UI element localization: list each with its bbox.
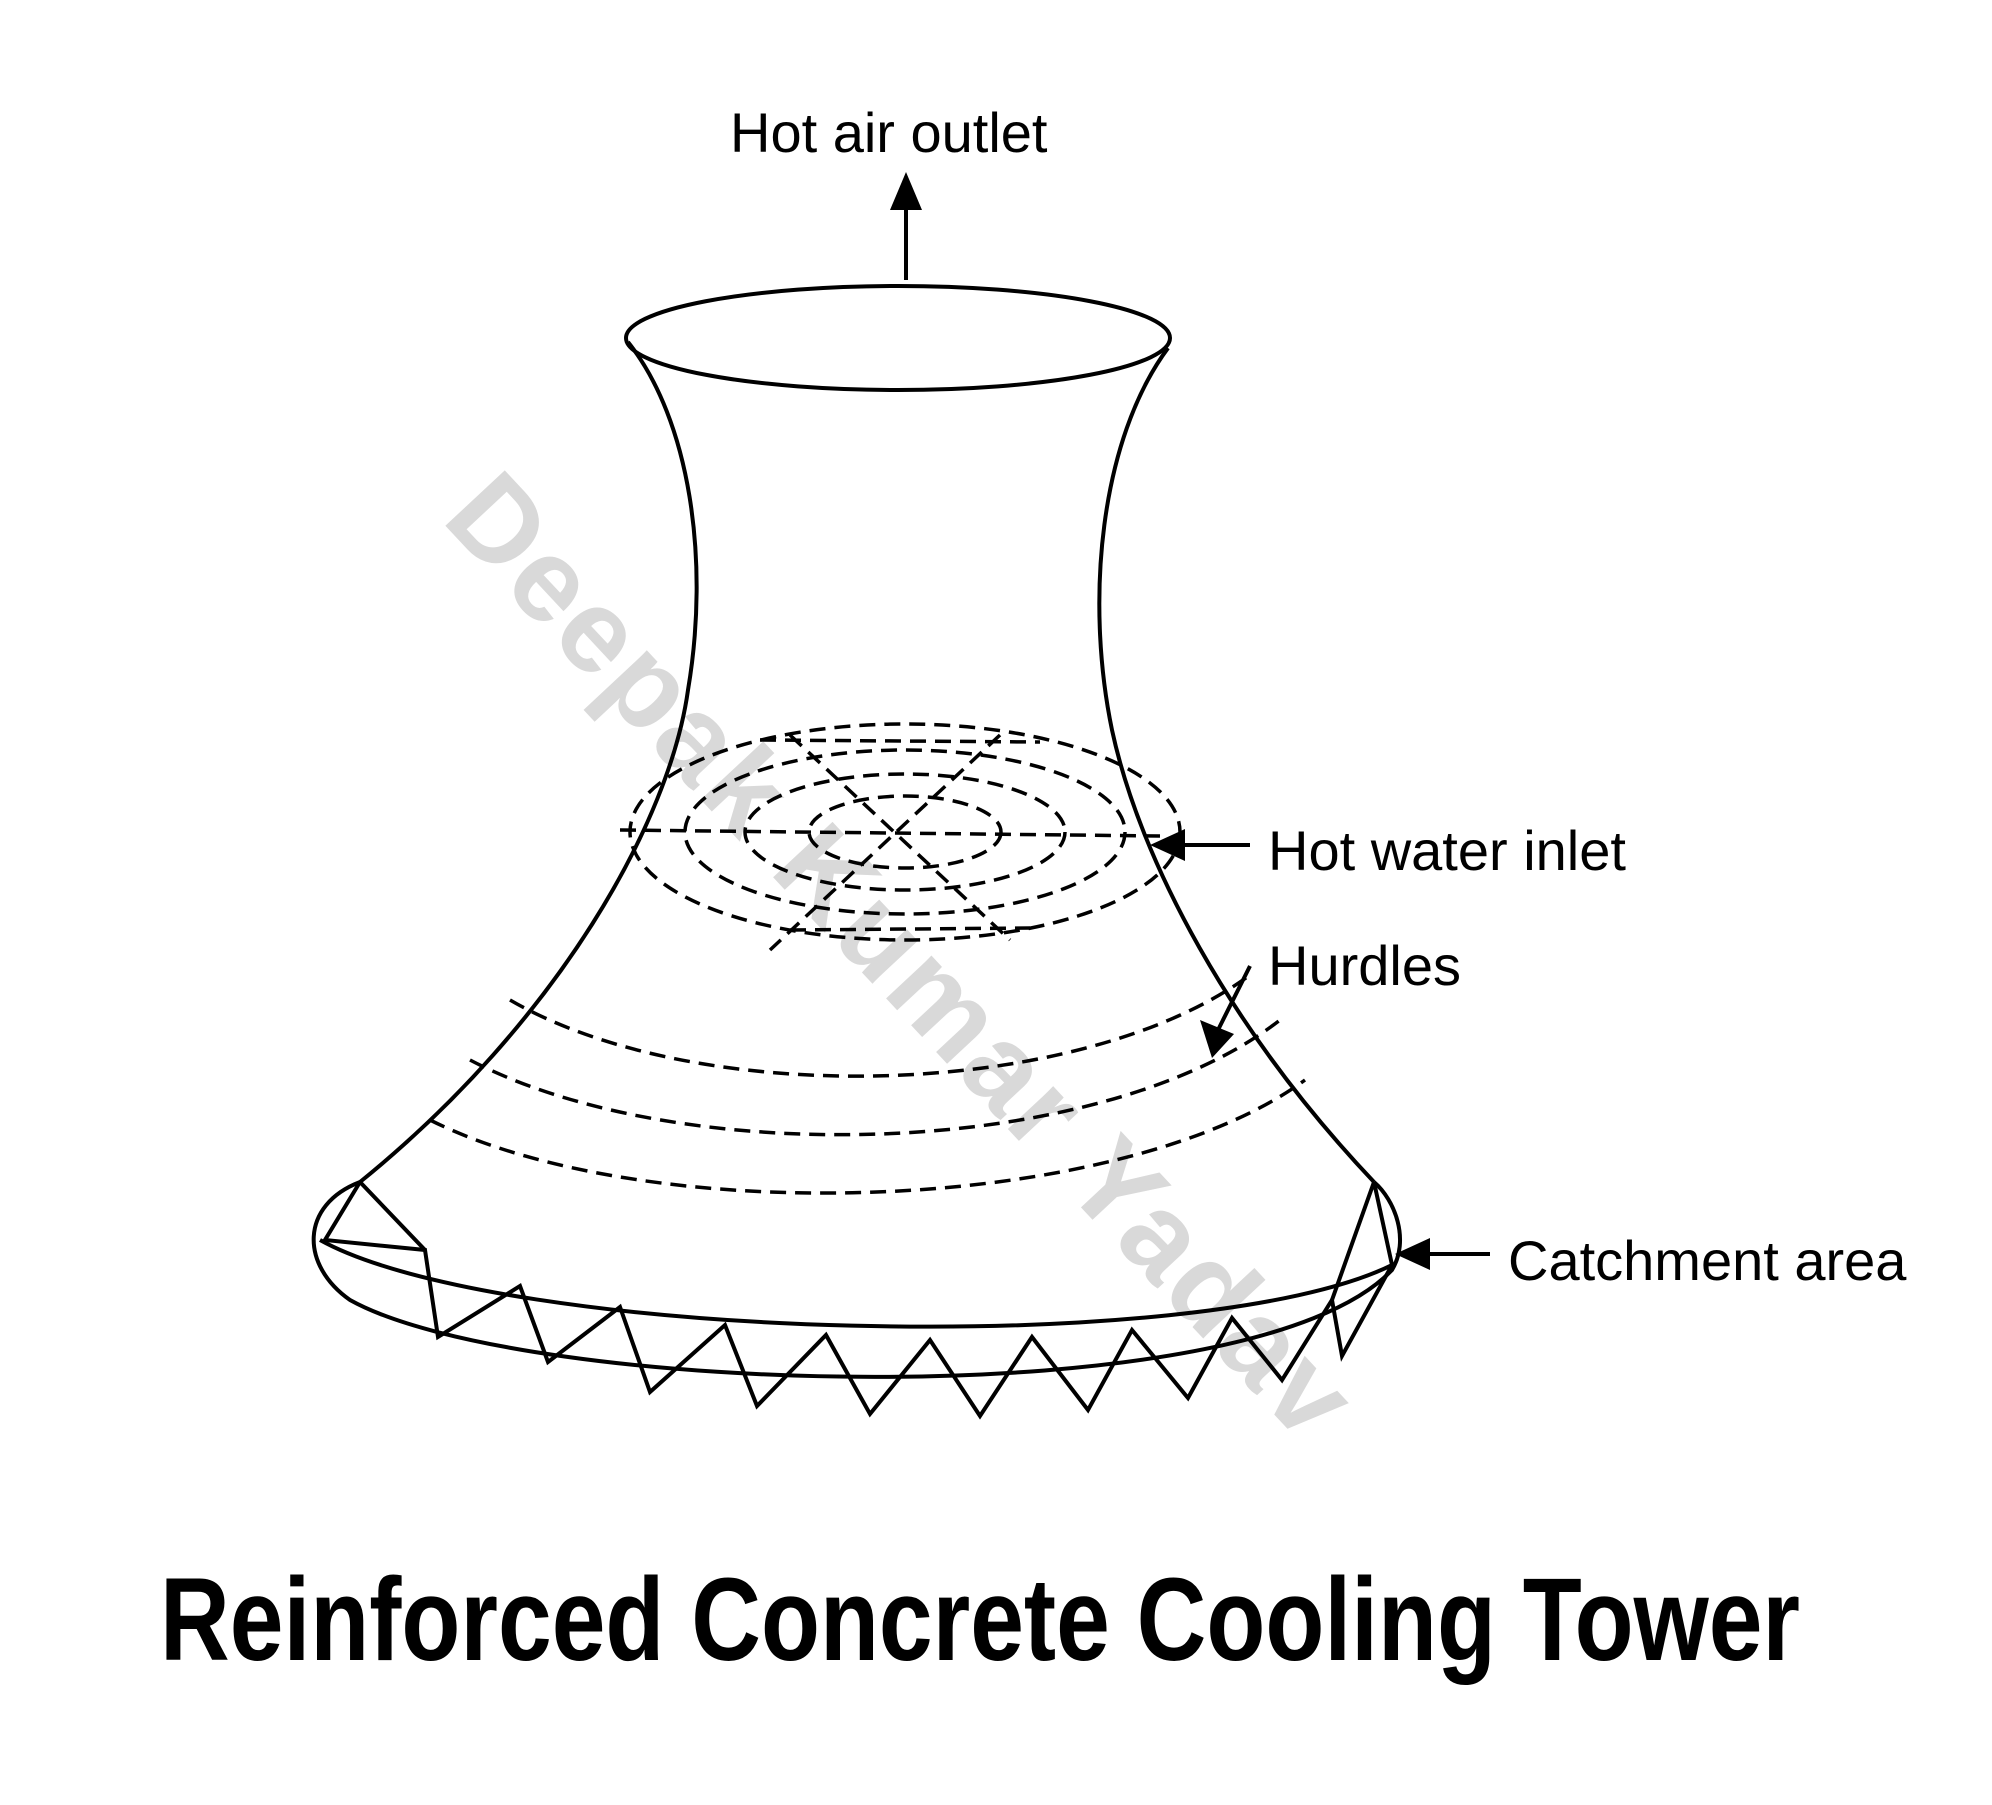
svg-text:Deepak Kumar Yadav: Deepak Kumar Yadav [421,448,1384,1467]
tower-base-outline [311,1180,1402,1379]
tower-top-rim [624,284,1172,392]
hot-water-inlet-arrow [1150,829,1250,861]
watermark: Deepak Kumar Yadav [421,448,1384,1467]
catchment-strut [358,1180,427,1252]
hurdles-arrow [1200,965,1252,1058]
hot-water-inlet-label: Hot water inlet [1268,819,1626,882]
catchment-strut [1330,1181,1376,1301]
hot-air-outlet-label: Hot air outlet [730,101,1048,164]
hot-air-outlet-arrow [890,172,922,280]
diagram-title: Reinforced Concrete Cooling Tower [160,1554,1800,1686]
catchment-area-arrow [1395,1238,1490,1270]
tower-left-wall [358,340,699,1184]
hurdles-label: Hurdles [1268,934,1461,997]
hurdles [429,973,1307,1195]
catchment-area-label: Catchment area [1508,1229,1907,1292]
catchment-zigzag [321,1180,1395,1420]
tower-right-wall [1097,346,1376,1184]
